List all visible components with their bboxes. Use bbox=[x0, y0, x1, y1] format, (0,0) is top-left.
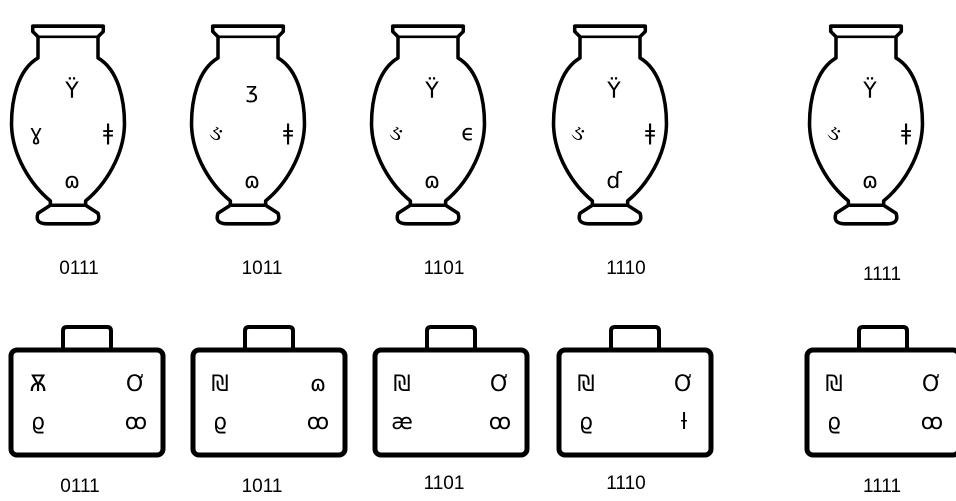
case-code-label: 1101 bbox=[423, 473, 465, 494]
case-code-label: 0111 bbox=[60, 476, 100, 497]
vase-symbol-right: ǂ bbox=[282, 121, 294, 146]
vase-code-label: 0111 bbox=[59, 258, 99, 279]
briefcase-icon bbox=[190, 325, 348, 458]
case-1011: ₪ ɷ ϱ ꝏ bbox=[190, 325, 348, 460]
vase-symbol-left: ɣ bbox=[29, 121, 43, 146]
briefcase-icon bbox=[8, 325, 166, 458]
case-symbol-bottom-left: ϱ bbox=[213, 410, 227, 435]
case-symbol-top-left: ₪ bbox=[825, 372, 843, 397]
case-symbol-bottom-left: ϱ bbox=[579, 410, 593, 435]
case-symbol-bottom-left: æ bbox=[391, 410, 413, 435]
vase-symbol-left: ઙ bbox=[208, 121, 224, 146]
case-symbol-bottom-right: ꝏ bbox=[306, 410, 330, 435]
case-symbol-top-left: Ѫ bbox=[29, 372, 47, 397]
vase-symbol-bottom: ɷ bbox=[63, 169, 81, 194]
briefcase-icon bbox=[372, 325, 530, 458]
vase-symbol-right: ϵ bbox=[461, 121, 475, 146]
case-symbol-top-right: Ơ bbox=[489, 372, 511, 397]
case-symbol-top-right: Ơ bbox=[125, 372, 147, 397]
vase-symbol-right: ǂ bbox=[900, 121, 912, 146]
briefcase-icon bbox=[804, 325, 956, 458]
vase-symbol-bottom: ɗ bbox=[606, 169, 622, 194]
briefcase-icon bbox=[556, 325, 714, 458]
vase-symbol-left: ઙ bbox=[388, 121, 404, 146]
vase-code-label: 1101 bbox=[423, 258, 465, 279]
vase-symbol-bottom: ɷ bbox=[861, 169, 879, 194]
case-symbol-bottom-right: ƚ bbox=[680, 410, 688, 435]
vase-code-label: 1111 bbox=[862, 264, 902, 285]
vase-symbol-left: ઙ bbox=[826, 121, 842, 146]
case-symbol-top-left: ₪ bbox=[393, 372, 411, 397]
vase-symbol-top: Ϋ bbox=[607, 79, 621, 104]
case-symbol-top-right: ɷ bbox=[309, 372, 327, 397]
vase-outline-icon bbox=[807, 24, 925, 226]
vase-symbol-left: ઙ bbox=[570, 121, 586, 146]
case-symbol-top-left: ₪ bbox=[211, 372, 229, 397]
vase-symbol-bottom: ɷ bbox=[423, 169, 441, 194]
vase-symbol-top: ʒ bbox=[245, 79, 259, 104]
case-symbol-bottom-right: ꝏ bbox=[124, 410, 148, 435]
case-code-label: 1110 bbox=[606, 473, 646, 494]
case-symbol-bottom-right: ꝏ bbox=[920, 410, 944, 435]
vase-symbol-right: ǂ bbox=[644, 121, 656, 146]
vase-symbol-bottom: ɷ bbox=[243, 169, 261, 194]
case-symbol-top-right: Ơ bbox=[921, 372, 943, 397]
vase-symbol-top: Ϋ bbox=[65, 79, 79, 104]
vase-code-label: 1110 bbox=[606, 258, 646, 279]
vase-outline-icon bbox=[369, 24, 487, 226]
case-symbol-bottom-right: ꝏ bbox=[488, 410, 512, 435]
vase-symbol-top: Ϋ bbox=[863, 79, 877, 104]
case-symbol-top-left: ₪ bbox=[577, 372, 595, 397]
vase-outline-icon bbox=[9, 24, 127, 226]
vase-symbol-right: ǂ bbox=[102, 121, 114, 146]
case-symbol-top-right: Ơ bbox=[673, 372, 695, 397]
vase-code-label: 1011 bbox=[241, 258, 283, 279]
case-symbol-bottom-left: ϱ bbox=[31, 410, 45, 435]
case-symbol-bottom-left: ϱ bbox=[827, 410, 841, 435]
case-code-label: 1111 bbox=[862, 476, 902, 497]
vase-outline-icon bbox=[551, 24, 669, 226]
case-code-label: 1011 bbox=[241, 476, 283, 497]
vase-outline-icon bbox=[189, 24, 307, 226]
vase-symbol-top: Ϋ bbox=[425, 79, 439, 104]
